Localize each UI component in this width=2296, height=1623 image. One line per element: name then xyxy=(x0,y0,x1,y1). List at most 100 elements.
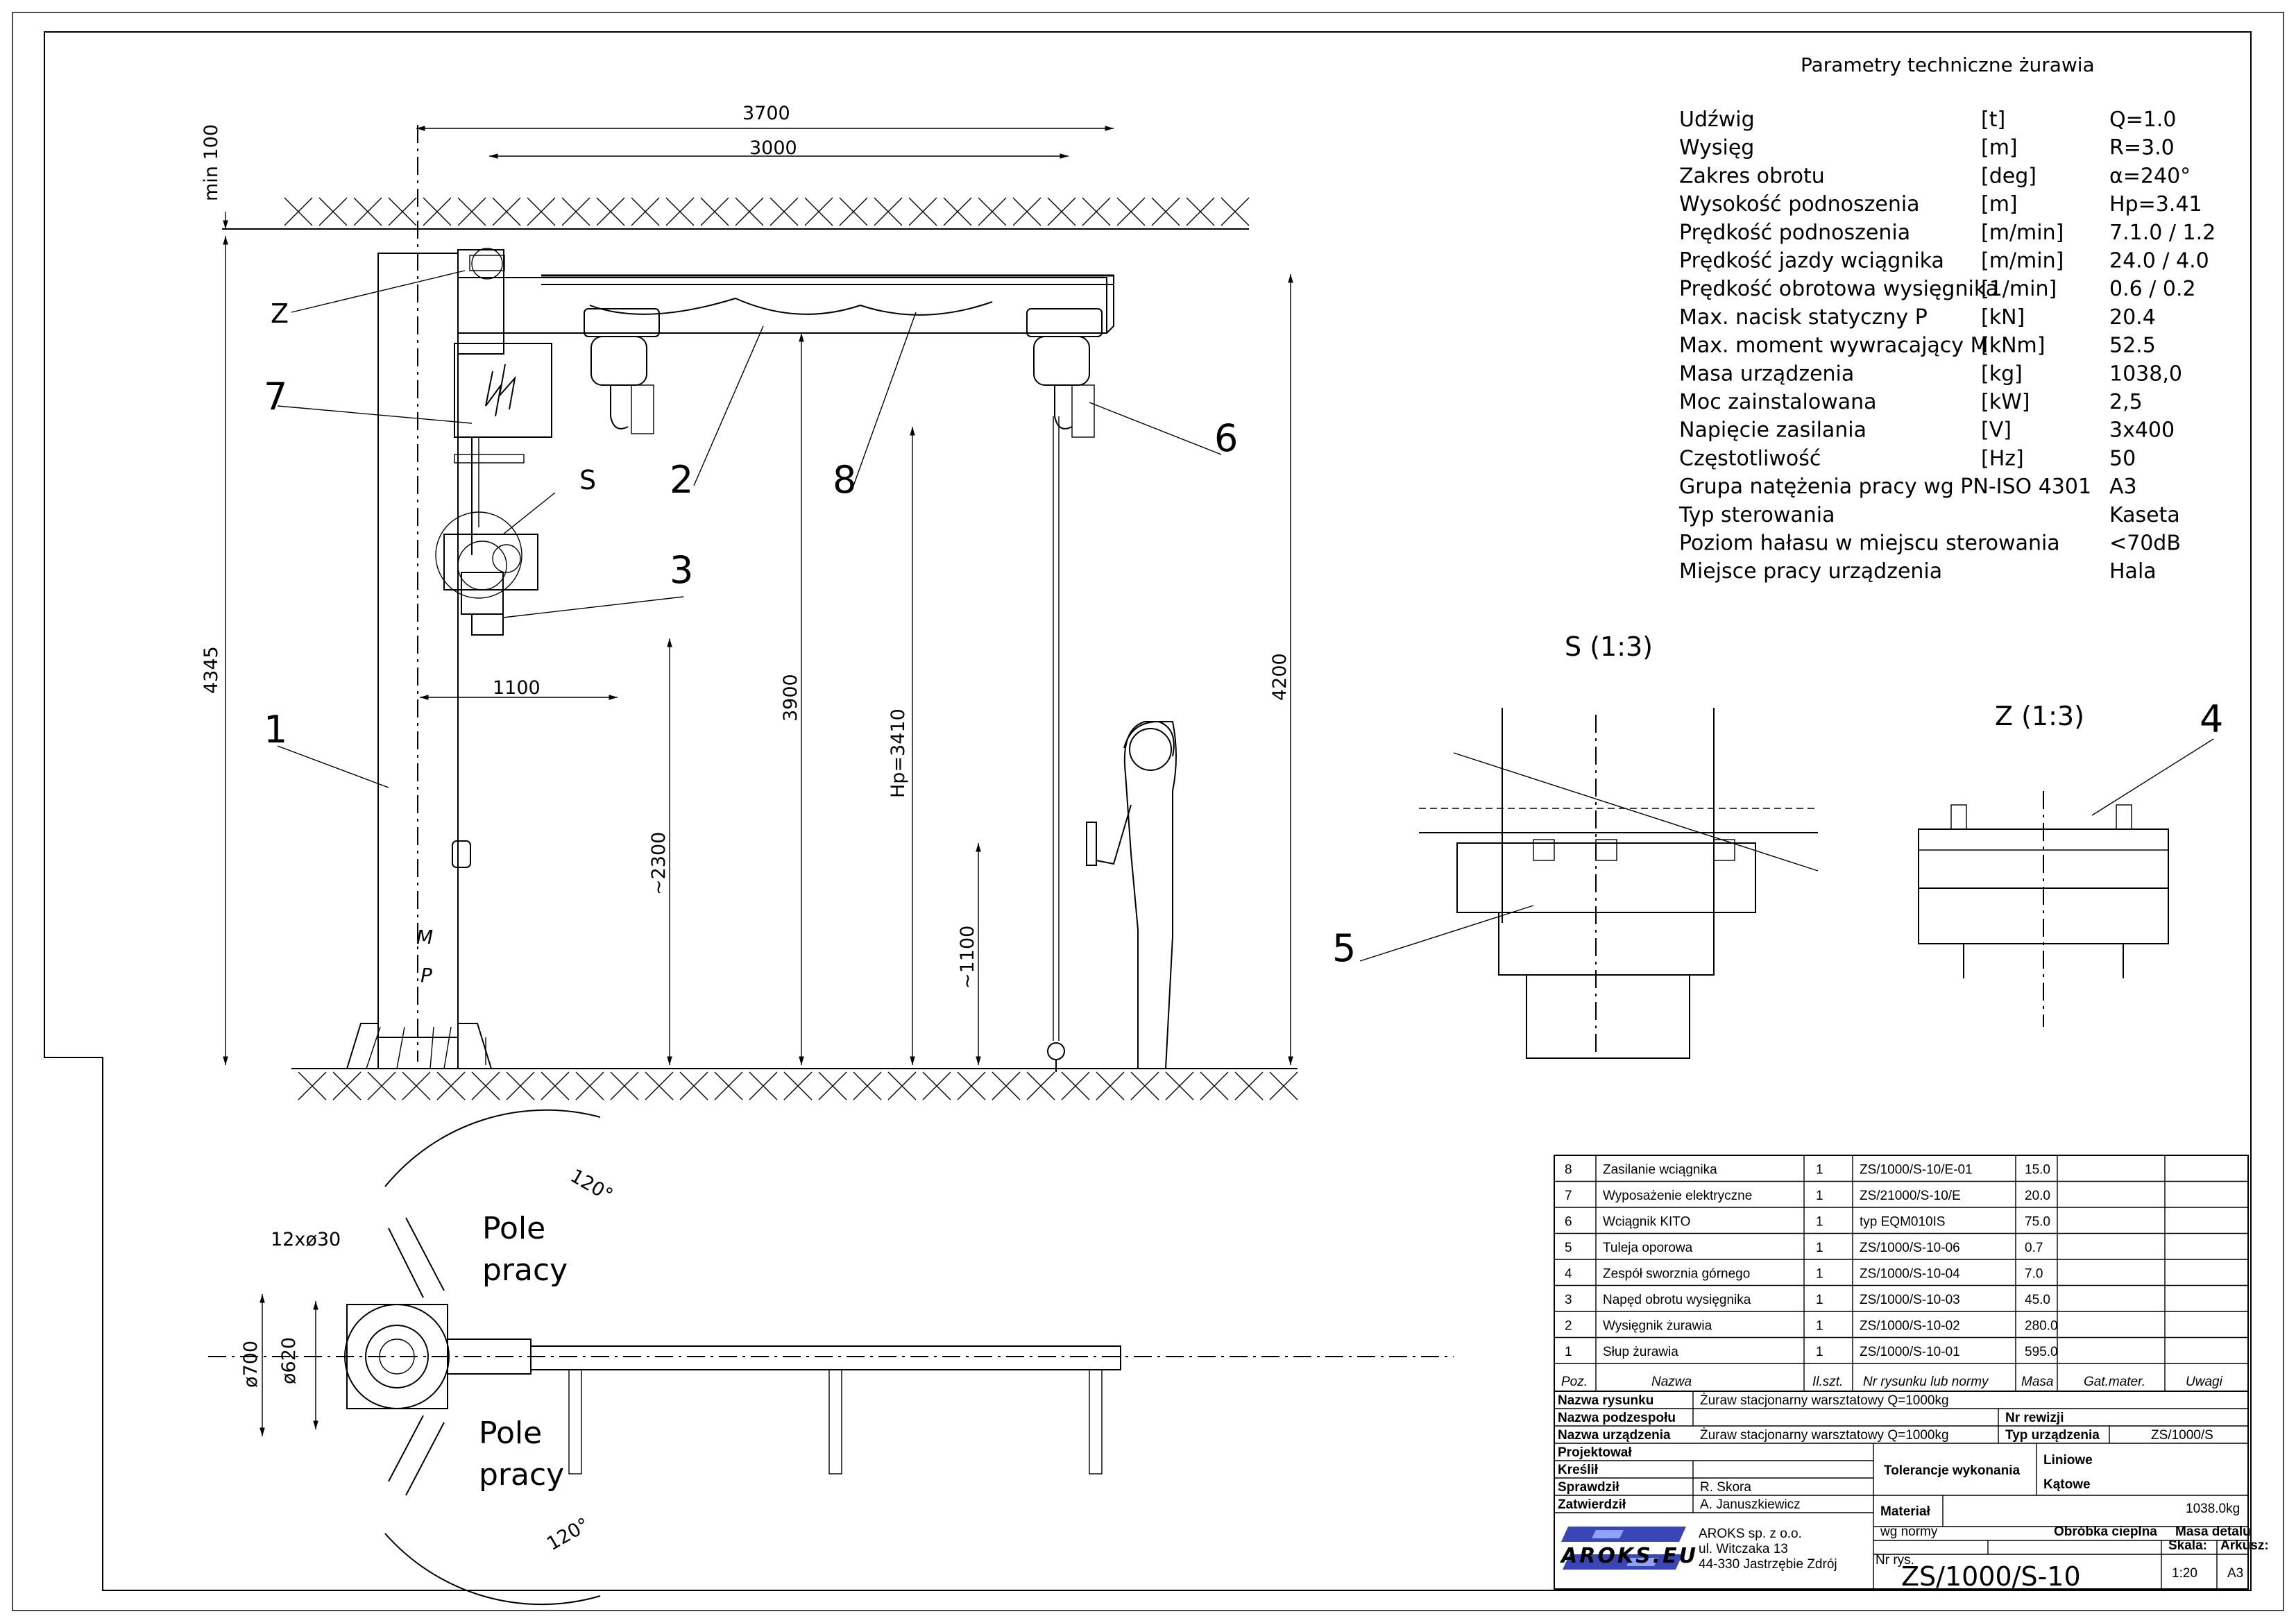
company-line-2: ul. Witczaka 13 xyxy=(1699,1542,1788,1556)
label-3: 3 xyxy=(670,548,693,592)
slew-drive xyxy=(435,511,538,636)
bom-mass: 20.0 xyxy=(2025,1189,2050,1203)
param-value: Hp=3.41 xyxy=(2109,192,2202,216)
bom-pos: 5 xyxy=(1565,1241,1572,1255)
bom-mass: 15.0 xyxy=(2025,1163,2050,1178)
bom-name: Zasilanie wciągnika xyxy=(1603,1163,1717,1178)
bom-name: Zespół sworznia górnego xyxy=(1603,1267,1750,1282)
param-name: Max. nacisk statyczny P xyxy=(1679,305,1928,330)
tb-masa-detalu: Masa detalu xyxy=(2175,1524,2251,1539)
param-name: Wysokość podnoszenia xyxy=(1679,192,1920,216)
tb-katowe: Kątowe xyxy=(2043,1477,2091,1492)
param-value: Kaseta xyxy=(2109,503,2180,527)
bom-qty: 1 xyxy=(1816,1163,1823,1178)
bom-name: Tuleja oporowa xyxy=(1603,1241,1693,1255)
param-unit: [kW] xyxy=(1981,390,2030,414)
param-name: Masa urządzenia xyxy=(1679,362,1854,386)
bom-mass: 75.0 xyxy=(2025,1215,2050,1230)
param-unit: [kN] xyxy=(1981,305,2025,330)
bom-drawing: ZS/1000/S-10-03 xyxy=(1860,1293,1960,1307)
label-pole-2a: Pole xyxy=(479,1416,542,1451)
param-value: A3 xyxy=(2109,475,2137,499)
detail-s-view xyxy=(1419,708,1819,1059)
param-unit: [kNm] xyxy=(1981,334,2045,358)
sheet-frame xyxy=(12,12,2284,1611)
bom-pos: 2 xyxy=(1565,1319,1572,1334)
aroks-logo: AROKS.EU xyxy=(1560,1527,1696,1570)
label-p: P xyxy=(420,964,432,987)
tb-projektowal: Projektował xyxy=(1558,1445,1632,1460)
dim-3700: 3700 xyxy=(742,103,790,124)
param-name: Częstotliwość xyxy=(1679,446,1821,470)
floor-hatch xyxy=(291,1068,1298,1101)
tb-sprawdzil-value: R. Skora xyxy=(1700,1480,1751,1495)
bom-h-pos: Poz. xyxy=(1561,1375,1588,1389)
bom-header: Poz. Nazwa Il.szt. Nr rysunku lub normy … xyxy=(1561,1375,2223,1389)
bom-drawing: typ EQM010IS xyxy=(1860,1215,1946,1230)
dim-hp: Hp=3410 xyxy=(887,708,909,798)
param-value: 50 xyxy=(2109,446,2136,470)
param-name: Max. moment wywracający M xyxy=(1679,334,1988,358)
param-value: <70dB xyxy=(2109,532,2181,556)
plan-view xyxy=(208,1109,1454,1606)
bom-drawing: ZS/1000/S-10-02 xyxy=(1860,1319,1960,1334)
label-4: 4 xyxy=(2200,697,2223,741)
crane-column xyxy=(346,125,505,1069)
bom-qty: 1 xyxy=(1816,1189,1823,1203)
tb-zatwierdzil-value: A. Januszkiewicz xyxy=(1700,1497,1801,1512)
param-value: 24.0 / 4.0 xyxy=(2109,249,2209,273)
tb-material: Materiał xyxy=(1880,1504,1931,1519)
label-5: 5 xyxy=(1332,926,1356,970)
label-2: 2 xyxy=(670,458,693,502)
bom-h-name: Nazwa xyxy=(1651,1375,1692,1389)
label-7: 7 xyxy=(264,375,287,418)
dim-700: ø700 xyxy=(240,1341,262,1388)
param-name: Prędkość obrotowa wysięgnika xyxy=(1679,277,1998,301)
dim-1100b: ~1100 xyxy=(957,926,978,989)
dimension-labels: 3700 3000 min 100 4345 1100 ~2300 3900 H… xyxy=(201,103,2223,1555)
tb-sprawdzil: Sprawdził xyxy=(1558,1480,1619,1495)
hoist-right xyxy=(1026,308,1103,1072)
dim-3900: 3900 xyxy=(780,674,801,722)
param-unit: [t] xyxy=(1981,108,2005,132)
tb-typ-urzadzenia-value: ZS/1000/S xyxy=(2151,1428,2213,1443)
param-value: α=240° xyxy=(2109,164,2191,188)
param-unit: [m/min] xyxy=(1981,221,2064,245)
param-value: Hala xyxy=(2109,559,2157,584)
leader-lines xyxy=(277,270,2214,962)
label-8: 8 xyxy=(833,458,856,502)
tb-masa-value: 1038.0kg xyxy=(2186,1502,2240,1516)
ceiling-hatch xyxy=(222,197,1250,230)
bom-drawing: ZS/1000/S-10/E-01 xyxy=(1860,1163,1973,1178)
param-value: 2,5 xyxy=(2109,390,2143,414)
param-unit: [m/min] xyxy=(1981,249,2064,273)
param-name: Prędkość podnoszenia xyxy=(1679,221,1910,245)
dim-2300: ~2300 xyxy=(648,832,670,895)
param-value: 20.4 xyxy=(2109,305,2156,330)
param-value: 3x400 xyxy=(2109,418,2175,443)
params-title: Parametry techniczne żurawia xyxy=(1801,53,2095,76)
dim-3000: 3000 xyxy=(749,137,797,159)
tb-skala-label: Skala: xyxy=(2168,1538,2207,1553)
param-name: Typ sterowania xyxy=(1678,503,1835,527)
bom-h-mass: Masa xyxy=(2021,1375,2053,1389)
param-name: Napięcie zasilania xyxy=(1679,418,1866,443)
tb-typ-urzadzenia-label: Typ urządzenia xyxy=(2005,1428,2100,1443)
param-unit: [deg] xyxy=(1981,164,2036,188)
tb-sheet-value: A3 xyxy=(2227,1566,2243,1581)
dim-holes: 12xø30 xyxy=(271,1229,341,1250)
bom-mass: 595.0 xyxy=(2025,1345,2058,1359)
dim-620: ø620 xyxy=(278,1337,300,1384)
param-value: 7.1.0 / 1.2 xyxy=(2109,221,2216,245)
dim-min100: min 100 xyxy=(201,124,222,201)
param-name: Prędkość jazdy wciągnika xyxy=(1679,249,1944,273)
label-detail-z: Z (1:3) xyxy=(1995,701,2084,731)
bom-qty: 1 xyxy=(1816,1293,1823,1307)
angle-label-2: 120° xyxy=(543,1514,593,1555)
drawing-number: ZS/1000/S-10 xyxy=(1901,1561,2081,1592)
param-unit: [Hz] xyxy=(1981,446,2024,470)
bom-pos: 3 xyxy=(1565,1293,1572,1307)
bom-qty: 1 xyxy=(1816,1215,1823,1230)
param-name: Poziom hałasu w miejscu sterowania xyxy=(1679,532,2060,556)
